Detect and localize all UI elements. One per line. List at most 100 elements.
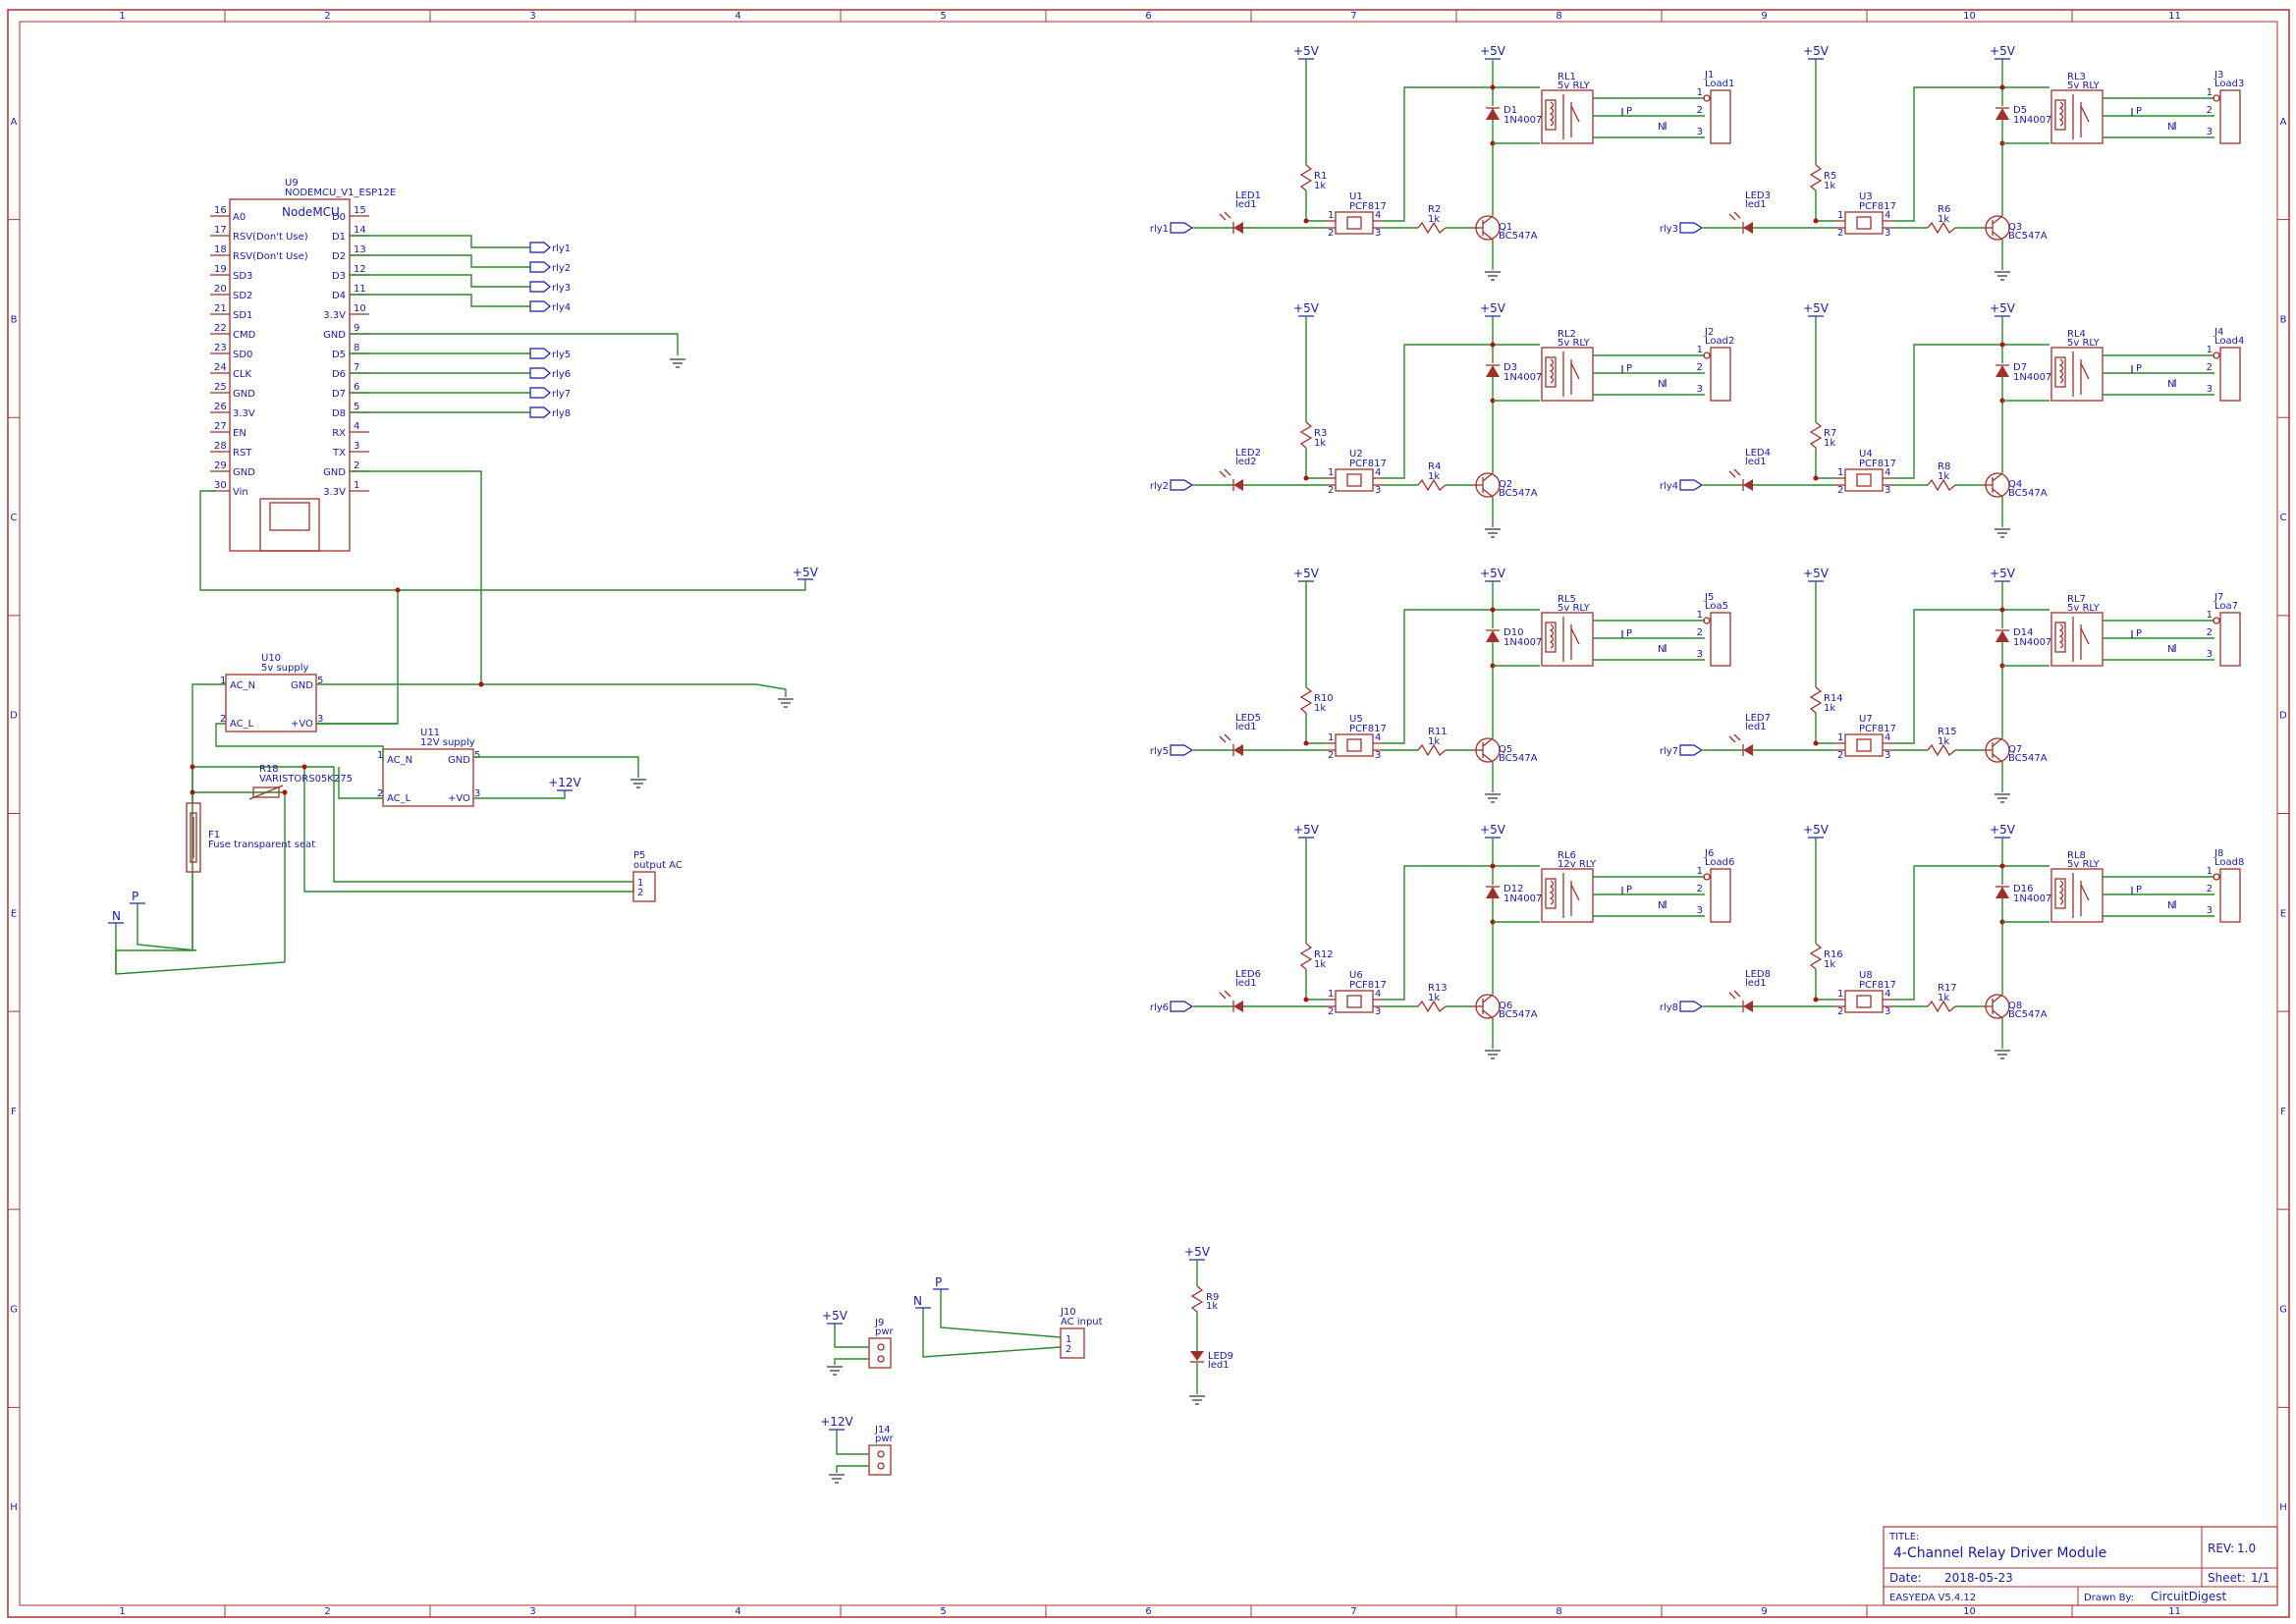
relay-ref: RL3 [2067, 72, 2086, 82]
nodemcu-module: U9 NODEMCU_V1_ESP12E NodeMCU 16A015D017R… [210, 178, 396, 552]
opto-pin: 4 [1885, 989, 1890, 1000]
p5-pin-2: 2 [637, 888, 643, 898]
mcu-pin-num: 10 [354, 303, 366, 314]
relay-value: 5v RLY [1558, 603, 1591, 614]
opto-pin: 1 [1837, 732, 1843, 743]
n-mark: N [1658, 379, 1665, 390]
u11-ref: U11 [420, 728, 440, 738]
n-mark: N [1658, 900, 1665, 911]
row-label-left: F [11, 1107, 17, 1117]
transistor-ref: Q1 [1499, 222, 1512, 233]
mcu-pin-name: SD1 [233, 310, 252, 321]
u10-num-5: 5 [317, 676, 323, 686]
jack-pin: 3 [2207, 649, 2213, 660]
col-label-bottom: 11 [2168, 1606, 2181, 1617]
row-label-right: G [2279, 1305, 2287, 1316]
software-version: EASYEDA V5.4.12 [1889, 1593, 1976, 1603]
resistor-value: 1k [1428, 471, 1440, 482]
diode-ref: D10 [1503, 627, 1523, 638]
diode-ref: D5 [2013, 105, 2027, 116]
resistor-ref: R3 [1314, 428, 1327, 439]
mcu-pin-num: 8 [354, 343, 359, 353]
title-label: TITLE: [1888, 1532, 1919, 1543]
n-mark: N [1658, 644, 1665, 655]
net-flag: rly2 [1150, 481, 1169, 492]
opto-pin: 4 [1885, 732, 1890, 743]
opto-ref: U8 [1859, 970, 1873, 981]
relay-value: 5v RLY [2067, 603, 2101, 614]
mcu-pin-num: 23 [214, 343, 227, 353]
net-flag: rly5 [1150, 746, 1169, 757]
p-mark: P [1626, 106, 1632, 117]
mcu-pin-num: 15 [354, 205, 366, 216]
jack-value: Load2 [1705, 336, 1734, 347]
resistor-ref: R12 [1314, 949, 1334, 960]
opto-pin: 1 [1328, 210, 1334, 221]
p-mark: P [2136, 106, 2142, 117]
opto-pin: 1 [1328, 989, 1334, 1000]
resistor-value: 1k [1314, 703, 1326, 714]
resistor-value: 1k [1824, 703, 1835, 714]
j9-supply: +5V [822, 1309, 848, 1323]
led-ref: LED7 [1745, 713, 1771, 724]
mcu-pin-num: 25 [214, 382, 227, 393]
led-value: led1 [1235, 978, 1257, 989]
opto-pin: 2 [1328, 1006, 1334, 1017]
mcu-pin-name: D3 [332, 271, 346, 282]
mcu-pin-name: RST [233, 448, 252, 459]
mcu-pin-name: CMD [233, 330, 256, 341]
opto-pin: 4 [1375, 732, 1381, 743]
transistor-value: BC547A [2008, 1009, 2048, 1020]
resistor-ref: R8 [1938, 461, 1950, 472]
p-mark: P [1626, 363, 1632, 374]
relay-value: 5v RLY [2067, 81, 2101, 91]
j10-pin-2: 2 [1066, 1344, 1071, 1355]
j10-ref: J10 [1060, 1307, 1076, 1318]
date-label: Date: [1889, 1571, 1922, 1585]
transistor-ref: Q5 [1499, 744, 1512, 755]
row-label-left: A [11, 117, 18, 128]
mcu-pin-name: 3.3V [233, 408, 255, 419]
jack-pin: 2 [2207, 105, 2213, 116]
r9-value: 1k [1206, 1301, 1218, 1312]
led-value: led1 [1745, 722, 1767, 732]
mcu-pin-num: 5 [354, 402, 359, 412]
jack-ref: J4 [2214, 327, 2223, 338]
title-block: TITLE: 4-Channel Relay Driver Module REV… [1883, 1526, 2278, 1606]
relay-value: 5v RLY [2067, 859, 2101, 870]
u11-pin-acl: AC_L [387, 793, 411, 804]
relay-value: 5v RLY [2067, 338, 2101, 349]
opto-pin: 2 [1837, 228, 1843, 239]
col-label-bottom: 9 [1761, 1606, 1767, 1617]
bottom-n-flag: N [913, 1294, 922, 1308]
transistor-ref: Q6 [1499, 1001, 1512, 1011]
mcu-pin-num: 7 [354, 362, 359, 373]
p-mark: P [2136, 363, 2142, 374]
n-mark: N [2167, 379, 2174, 390]
net-flag: rly6 [1150, 1002, 1169, 1013]
opto-pin: 3 [1375, 750, 1381, 761]
led-value: led2 [1235, 457, 1257, 467]
col-label-top: 3 [529, 11, 535, 22]
mcu-pin-name: D2 [332, 251, 346, 262]
col-label-top: 6 [1145, 11, 1151, 22]
opto-value: PCF817 [1349, 201, 1387, 212]
u10-pin-acl: AC_L [230, 719, 254, 730]
bottom-connectors: J9 pwr +5V J14 pwr +12V J10 AC input 1 2… [820, 1245, 1233, 1484]
p-mark: P [1626, 885, 1632, 895]
mcu-pin-name: SD0 [233, 350, 252, 360]
p-mark: P [1626, 628, 1632, 639]
led-ref: LED2 [1235, 448, 1261, 459]
mcu-pin-num: 2 [354, 460, 359, 471]
opto-pin: 1 [1837, 467, 1843, 478]
diode-ref: D12 [1503, 884, 1523, 894]
p-mark: P [2136, 885, 2142, 895]
opto-pin: 3 [1375, 485, 1381, 496]
row-label-left: C [11, 513, 18, 523]
resistor-value: 1k [1938, 993, 1949, 1003]
resistor-ref: R17 [1938, 983, 1957, 994]
